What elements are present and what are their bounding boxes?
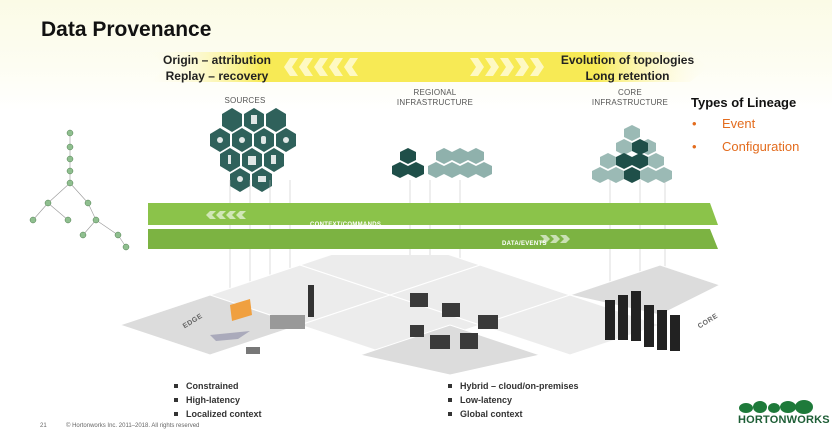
origin-caption: Origin – attribution	[163, 53, 271, 67]
map-pin-icon	[217, 137, 223, 143]
mobile-icon	[271, 155, 276, 164]
users-icon	[239, 137, 245, 143]
edge-bullet-constrained: Constrained	[172, 381, 262, 395]
thermometer-icon	[228, 155, 231, 164]
database-icon	[248, 156, 256, 165]
core-heading-2: INFRASTRUCTURE	[591, 98, 669, 107]
lineage-title: Types of Lineage	[691, 95, 797, 110]
green-bands	[148, 203, 718, 249]
page-number: 21	[40, 423, 47, 429]
truck-icon	[270, 315, 305, 329]
regional-heading-2: INFRASTRUCTURE	[396, 98, 474, 107]
sources-heading: SOURCES	[224, 96, 266, 105]
satellite-icon	[283, 137, 289, 143]
core-hex-cluster	[592, 125, 672, 183]
edge-bullets: Constrained High-latency Localized conte…	[172, 381, 262, 423]
camera-icon	[258, 176, 266, 182]
car-icon	[246, 347, 260, 354]
document-icon	[251, 115, 257, 124]
airplane-icon	[210, 331, 250, 341]
lineage-item-event: Event	[690, 116, 799, 139]
regional-hex-cluster	[392, 148, 492, 178]
retention-caption: Long retention	[585, 69, 670, 83]
flow-chevron-band	[150, 52, 708, 82]
copyright: © Hortonworks Inc. 2011–2018. All rights…	[66, 423, 200, 429]
regional-bullet-hybrid: Hybrid – cloud/on-premises	[446, 381, 579, 395]
regional-bullet-context: Global context	[446, 409, 579, 423]
page-title: Data Provenance	[41, 18, 212, 41]
data-events-label: DATA/EVENTS	[502, 241, 547, 247]
mouse-icon	[261, 136, 266, 144]
lineage-item-configuration: Configuration	[690, 139, 799, 162]
person-icon	[308, 285, 314, 317]
evolution-caption: Evolution of topologies	[560, 53, 695, 67]
lightbulb-icon	[237, 176, 243, 182]
regional-bullet-latency: Low-latency	[446, 395, 579, 409]
lineage-list: Event Configuration	[690, 116, 799, 162]
edge-bullet-context: Localized context	[172, 409, 262, 423]
elephant-logo-icon	[739, 400, 813, 414]
server-rack-icon	[410, 293, 428, 307]
core-heading-1: CORE	[618, 88, 642, 97]
lineage-graph	[29, 129, 130, 251]
replay-caption: Replay – recovery	[165, 69, 269, 83]
context-commands-label: CONTEXT/COMMANDS	[310, 222, 382, 228]
brand-wordmark: HORTONWORKS	[738, 414, 830, 426]
iso-ground	[120, 255, 720, 376]
edge-bullet-latency: High-latency	[172, 395, 262, 409]
regional-heading-1: REGIONAL	[413, 88, 457, 97]
regional-bullets: Hybrid – cloud/on-premises Low-latency G…	[446, 381, 579, 423]
sources-hex-cluster	[210, 108, 296, 192]
